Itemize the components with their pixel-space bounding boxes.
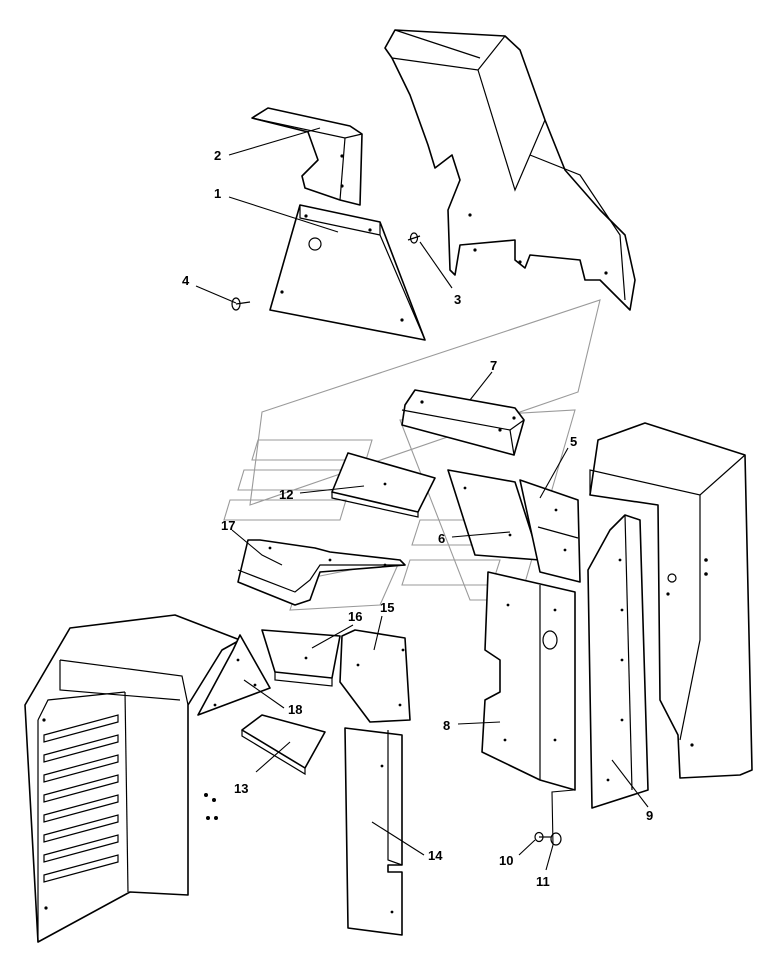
callout-8: 8 — [443, 718, 450, 733]
part-7-channel — [401, 389, 525, 456]
part-4-fastener — [231, 297, 251, 311]
part-15-plate — [339, 629, 411, 723]
left-side-panel — [24, 614, 241, 943]
part-17-strip — [237, 539, 406, 606]
part-1-plate — [269, 204, 426, 341]
callout-2: 2 — [214, 148, 221, 163]
callout-5: 5 — [570, 434, 577, 449]
callout-6: 6 — [438, 531, 445, 546]
callout-14: 14 — [428, 848, 443, 863]
part-2-bracket — [251, 107, 363, 206]
part-12-pad — [331, 452, 436, 518]
part-3-fastener — [407, 232, 421, 244]
callout-3: 3 — [454, 292, 461, 307]
callout-17: 17 — [221, 518, 235, 533]
callout-13: 13 — [234, 781, 248, 796]
part-13-pad — [241, 714, 326, 776]
callout-7: 7 — [490, 358, 497, 373]
part-9-strip — [587, 514, 649, 809]
callout-11: 11 — [536, 874, 550, 889]
part-5-panel — [519, 479, 581, 583]
part-18-gusset — [197, 634, 271, 716]
right-side-panel — [589, 422, 753, 779]
callout-10: 10 — [499, 853, 513, 868]
callout-4: 4 — [182, 273, 190, 288]
part-8-plate — [481, 571, 576, 791]
part-16-pad — [261, 629, 341, 687]
callout-12: 12 — [279, 487, 293, 502]
callout-15: 15 — [380, 600, 394, 615]
callout-1: 1 — [214, 186, 221, 201]
part-11-washer — [550, 832, 562, 846]
callout-9: 9 — [646, 808, 653, 823]
vent-slots — [43, 714, 119, 883]
callout-labels: 1 2 3 4 5 6 7 8 9 10 11 12 13 14 15 16 1… — [182, 148, 653, 889]
callout-18: 18 — [288, 702, 302, 717]
upper-cowl — [384, 29, 636, 311]
part-14-strip — [344, 727, 403, 936]
leader-lines — [195, 127, 649, 871]
part-10-bolt — [534, 831, 552, 843]
callout-16: 16 — [348, 609, 362, 624]
